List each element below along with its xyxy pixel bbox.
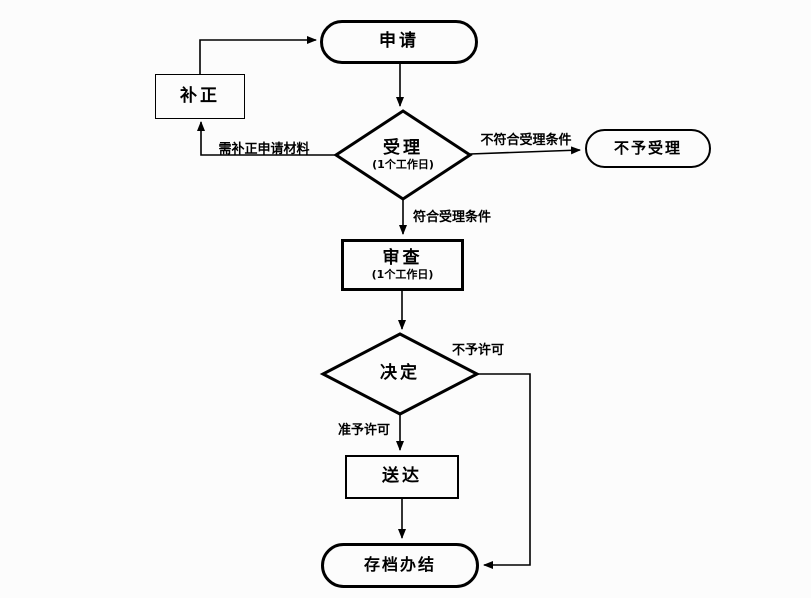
node-supplement-label: 补正 [180, 85, 220, 106]
node-deliver-label: 送达 [382, 466, 422, 487]
node-not-accepted-label: 不予受理 [613, 138, 682, 157]
node-deliver: 送达 [345, 455, 459, 499]
edge-label-need-supplement: 需补正申请材料 [218, 142, 310, 157]
node-review: 审查 (1个工作日) [341, 239, 464, 291]
edge-decide-archive [477, 373, 531, 569]
node-not-accepted: 不予受理 [585, 129, 711, 168]
edge-accept-notaccepted [469, 146, 581, 155]
node-archive-label: 存档办结 [363, 555, 436, 575]
node-supplement: 补正 [155, 74, 245, 119]
node-apply: 申请 [320, 20, 478, 64]
node-review-label: 审查 [382, 248, 423, 269]
edge-label-not-meet-conditions: 不符合受理条件 [480, 133, 572, 148]
node-review-duration: (1个工作日) [371, 267, 434, 281]
node-accept-shape [333, 109, 473, 201]
node-archive: 存档办结 [321, 543, 479, 588]
node-decide-shape [319, 332, 481, 416]
edge-label-not-permitted: 不予许可 [451, 343, 505, 358]
edge-label-permitted: 准予许可 [337, 423, 391, 438]
edge-label-meet-conditions: 符合受理条件 [412, 210, 492, 225]
node-apply-label: 申请 [379, 31, 419, 52]
edge-supplement-apply [199, 36, 317, 74]
edge-accept-supplement [197, 121, 336, 156]
